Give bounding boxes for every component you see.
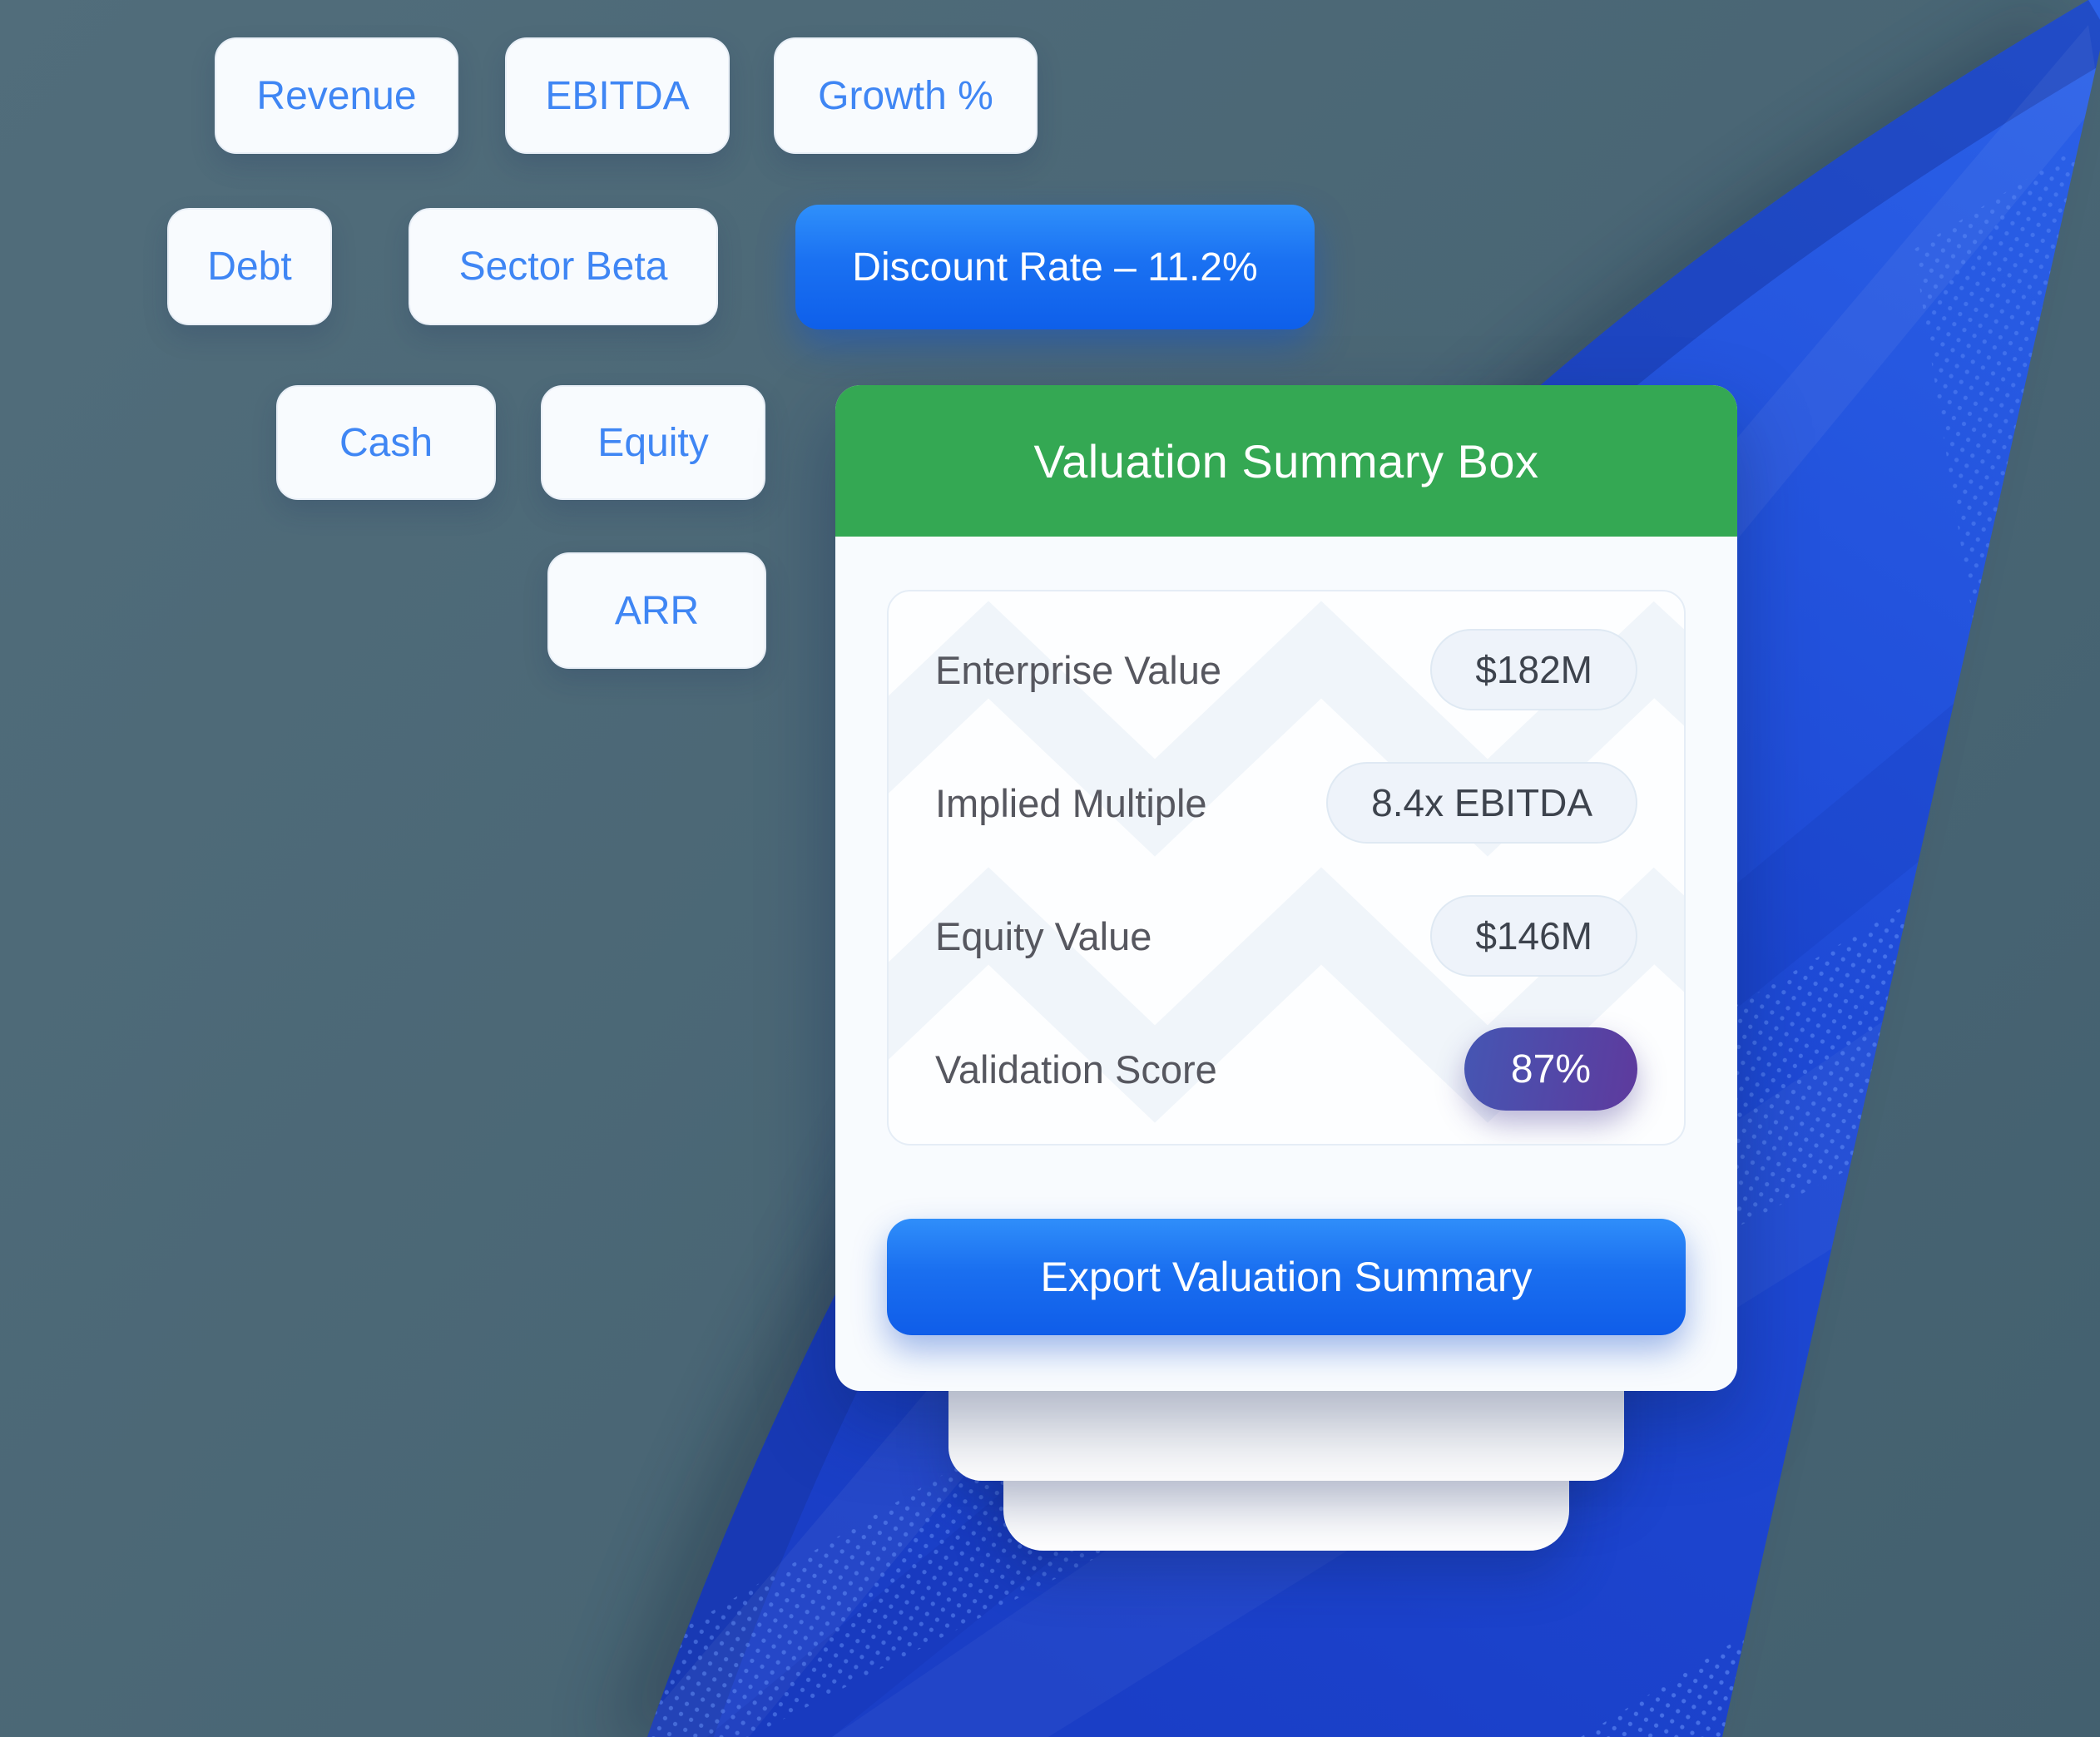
equity-value-pill: $146M — [1430, 895, 1637, 977]
chip-debt[interactable]: Debt — [167, 208, 332, 325]
row-label: Equity Value — [935, 913, 1152, 958]
row-label: Validation Score — [935, 1047, 1217, 1091]
chip-revenue[interactable]: Revenue — [215, 37, 458, 154]
mountain-watermark — [889, 601, 1684, 1123]
row-enterprise-value: Enterprise Value $182M — [935, 603, 1637, 736]
validation-score-badge: 87% — [1464, 1027, 1637, 1111]
chip-growth-percent[interactable]: Growth % — [774, 37, 1038, 154]
export-valuation-summary-button[interactable]: Export Valuation Summary — [887, 1219, 1686, 1335]
chip-arr[interactable]: ARR — [547, 552, 766, 669]
card-header: Valuation Summary Box — [835, 385, 1737, 537]
chip-ebitda[interactable]: EBITDA — [505, 37, 730, 154]
valuation-summary-card: Valuation Summary Box Enterprise Value $… — [835, 385, 1737, 1391]
enterprise-value-pill: $182M — [1430, 629, 1637, 710]
row-label: Enterprise Value — [935, 647, 1221, 692]
chip-cash[interactable]: Cash — [276, 385, 496, 500]
card-body: Enterprise Value $182M Implied Multiple … — [835, 537, 1737, 1335]
row-label: Implied Multiple — [935, 780, 1207, 825]
row-implied-multiple: Implied Multiple 8.4x EBITDA — [935, 736, 1637, 869]
row-equity-value: Equity Value $146M — [935, 869, 1637, 1002]
row-validation-score: Validation Score 87% — [935, 1002, 1637, 1136]
summary-panel: Enterprise Value $182M Implied Multiple … — [887, 590, 1686, 1146]
card-title: Valuation Summary Box — [1033, 434, 1539, 487]
chip-discount-rate-active[interactable]: Discount Rate – 11.2% — [795, 205, 1315, 329]
chip-equity[interactable]: Equity — [541, 385, 765, 500]
chip-sector-beta[interactable]: Sector Beta — [409, 208, 718, 325]
implied-multiple-pill: 8.4x EBITDA — [1326, 762, 1637, 844]
